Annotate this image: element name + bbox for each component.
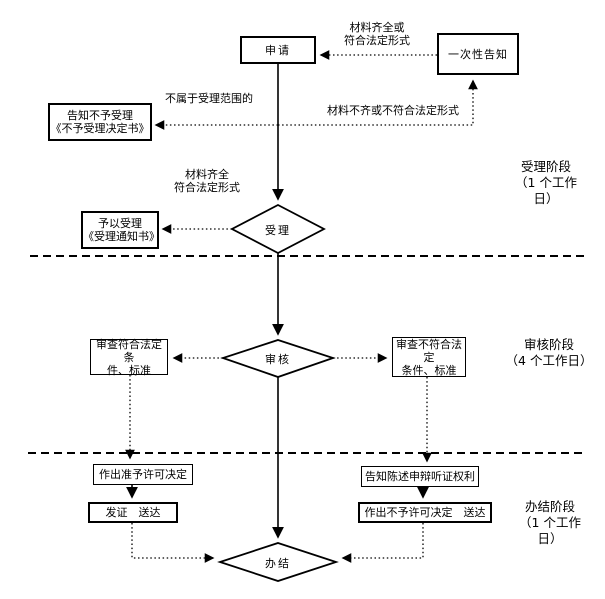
node-issue-deliver: 发证 送达 — [88, 502, 178, 523]
node-one-time-notice: 一次性告知 — [437, 33, 519, 75]
stage-label-review: 审核阶段 （4 个工作日） — [505, 337, 593, 368]
node-apply: 申请 — [240, 36, 316, 64]
stage-label-complete: 办结阶段 （1 个工作 日） — [519, 499, 581, 546]
node-reject-notice: 告知不予受理 《不予受理决定书》 — [48, 103, 152, 141]
edge-label-material-ok-mid: 材料齐全 符合法定形式 — [174, 168, 240, 194]
diamond-review-label: 审核 — [265, 353, 291, 366]
diamond-accept-shape — [230, 203, 326, 255]
node-review-pass: 审查符合法定条 件、标准 — [90, 338, 168, 377]
edge-issue-to-complete — [131, 523, 215, 563]
edge-label-material-ok-top: 材料齐全或 符合法定形式 — [344, 21, 410, 47]
node-inform-rights: 告知陈述申辩听证权利 — [361, 466, 479, 487]
edge-label-out-of-scope: 不属于受理范围的 — [165, 92, 253, 105]
node-deny-decision: 作出不予许可决定 送达 — [358, 502, 492, 523]
diamond-review-shape — [220, 339, 336, 378]
edge-branch-to-onetime — [278, 79, 478, 126]
diamond-complete-shape — [217, 542, 339, 582]
diamond-complete-label: 办结 — [265, 557, 291, 570]
node-grant-decision: 作出准予许可决定 — [93, 464, 193, 485]
node-review-fail: 审查不符合法定 条件、标准 — [392, 337, 466, 377]
edge-deny-to-complete — [341, 523, 424, 563]
edge-label-material-missing: 材料不齐或不符合法定形式 — [327, 104, 459, 117]
node-accept-notice: 予以受理 《受理通知书》 — [81, 211, 160, 249]
diamond-accept-label: 受理 — [265, 224, 291, 237]
stage-label-accept: 受理阶段 （1 个工作 日） — [515, 159, 577, 206]
